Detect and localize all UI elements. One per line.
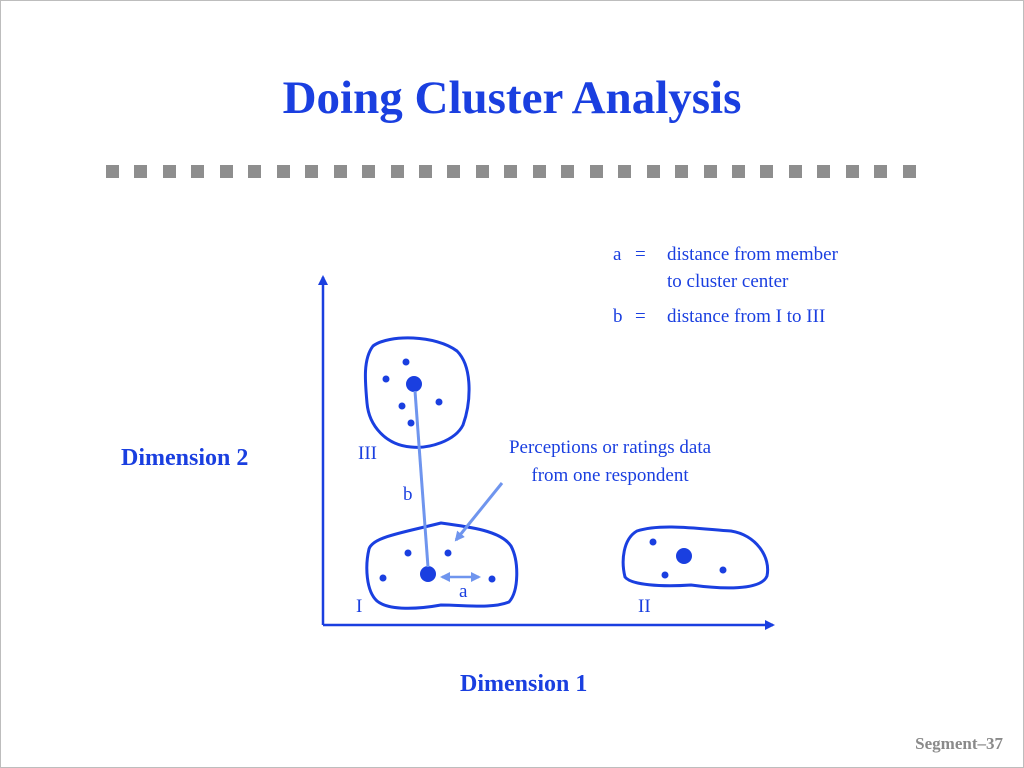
respondent-note: Perceptions or ratings data from one res… [479,434,741,490]
cluster-ii-member [649,538,657,546]
legend-row-b: b = distance from I to III [613,303,838,330]
y-axis-label: Dimension 2 [121,445,249,471]
legend-equals: = [635,306,646,327]
legend-row-a: a = distance from member to cluster cent… [613,241,838,295]
slide-footer: Segment–37 [915,734,1003,753]
legend-equals: = [635,244,646,265]
distance-b-line [413,390,430,568]
cluster-iii-label: III [358,443,377,464]
note-line: Perceptions or ratings data [508,437,712,458]
legend-symbol: a [613,244,622,265]
cluster-i-member [404,549,412,557]
legend-definition: distance from I to III [667,306,826,327]
cluster-i-label: I [356,596,363,617]
cluster-iii-center [406,376,422,392]
cluster-ii-label: II [638,596,651,617]
distance-b-label: b [403,484,413,505]
cluster-ii-center [676,548,692,564]
x-axis-label: Dimension 1 [460,671,588,697]
legend: a = distance from member to cluster cent… [613,241,838,330]
cluster-iii-member [398,402,406,410]
cluster-ii-outline [621,525,770,590]
cluster-i-member [488,575,496,583]
cluster-i-center [420,566,436,582]
cluster-ii-member [661,571,669,579]
legend-definition: distance from member [667,244,838,265]
cluster-iii-member [435,398,443,406]
distance-a-label: a [459,581,468,602]
callout-arrow [454,482,504,542]
dotted-separator [106,165,916,179]
cluster-iii-member [382,375,390,383]
legend-definition: to cluster center [667,271,789,292]
cluster-ii-member [719,566,727,574]
cluster-i-member [444,549,452,557]
slide-title: Doing Cluster Analysis [282,72,742,124]
cluster-i-member [379,574,387,582]
cluster-iii-member [402,358,410,366]
cluster-iii-member [407,419,415,427]
legend-symbol: b [613,306,623,327]
cluster-i-outline [365,521,519,610]
note-line: from one respondent [531,465,689,486]
cluster-iii-outline [363,336,471,449]
